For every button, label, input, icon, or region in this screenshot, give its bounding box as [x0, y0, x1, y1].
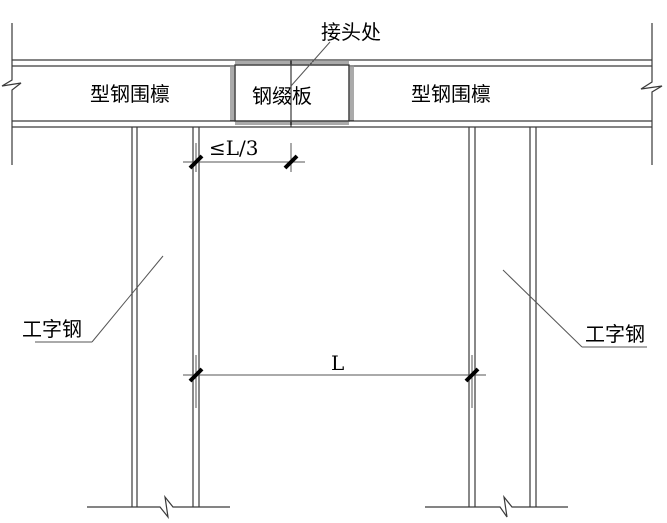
joint-offset-dimension-label: ≤L/3 — [209, 136, 259, 160]
splice-plate-label: 钢缀板 — [252, 84, 312, 108]
dimension-span — [183, 355, 486, 408]
i-beam-column-1 — [131, 127, 138, 507]
span-dimension-label: L — [331, 351, 345, 375]
waler-label-left: 型钢围檩 — [90, 82, 170, 106]
bottom-break-line-left — [87, 494, 230, 520]
waler-label-right: 型钢围檩 — [411, 82, 491, 106]
dimension-joint-offset — [183, 143, 305, 172]
left-end-break-line — [1, 23, 22, 165]
right-end-break-line — [640, 23, 663, 165]
joint-label: 接头处 — [321, 20, 381, 44]
i-beam-right-leader — [502, 269, 647, 348]
weld-hatching — [230, 61, 354, 125]
i-beam-label-right: 工字钢 — [585, 322, 645, 346]
i-beam-column-2 — [192, 127, 200, 507]
i-beam-left-leader — [35, 255, 164, 343]
splice-plate — [230, 61, 354, 125]
joint-leader — [290, 41, 331, 87]
i-beam-column-4 — [529, 127, 537, 507]
i-beam-column-3 — [468, 127, 476, 507]
bottom-break-line-right — [425, 494, 568, 518]
i-beam-label-left: 工字钢 — [22, 317, 82, 341]
